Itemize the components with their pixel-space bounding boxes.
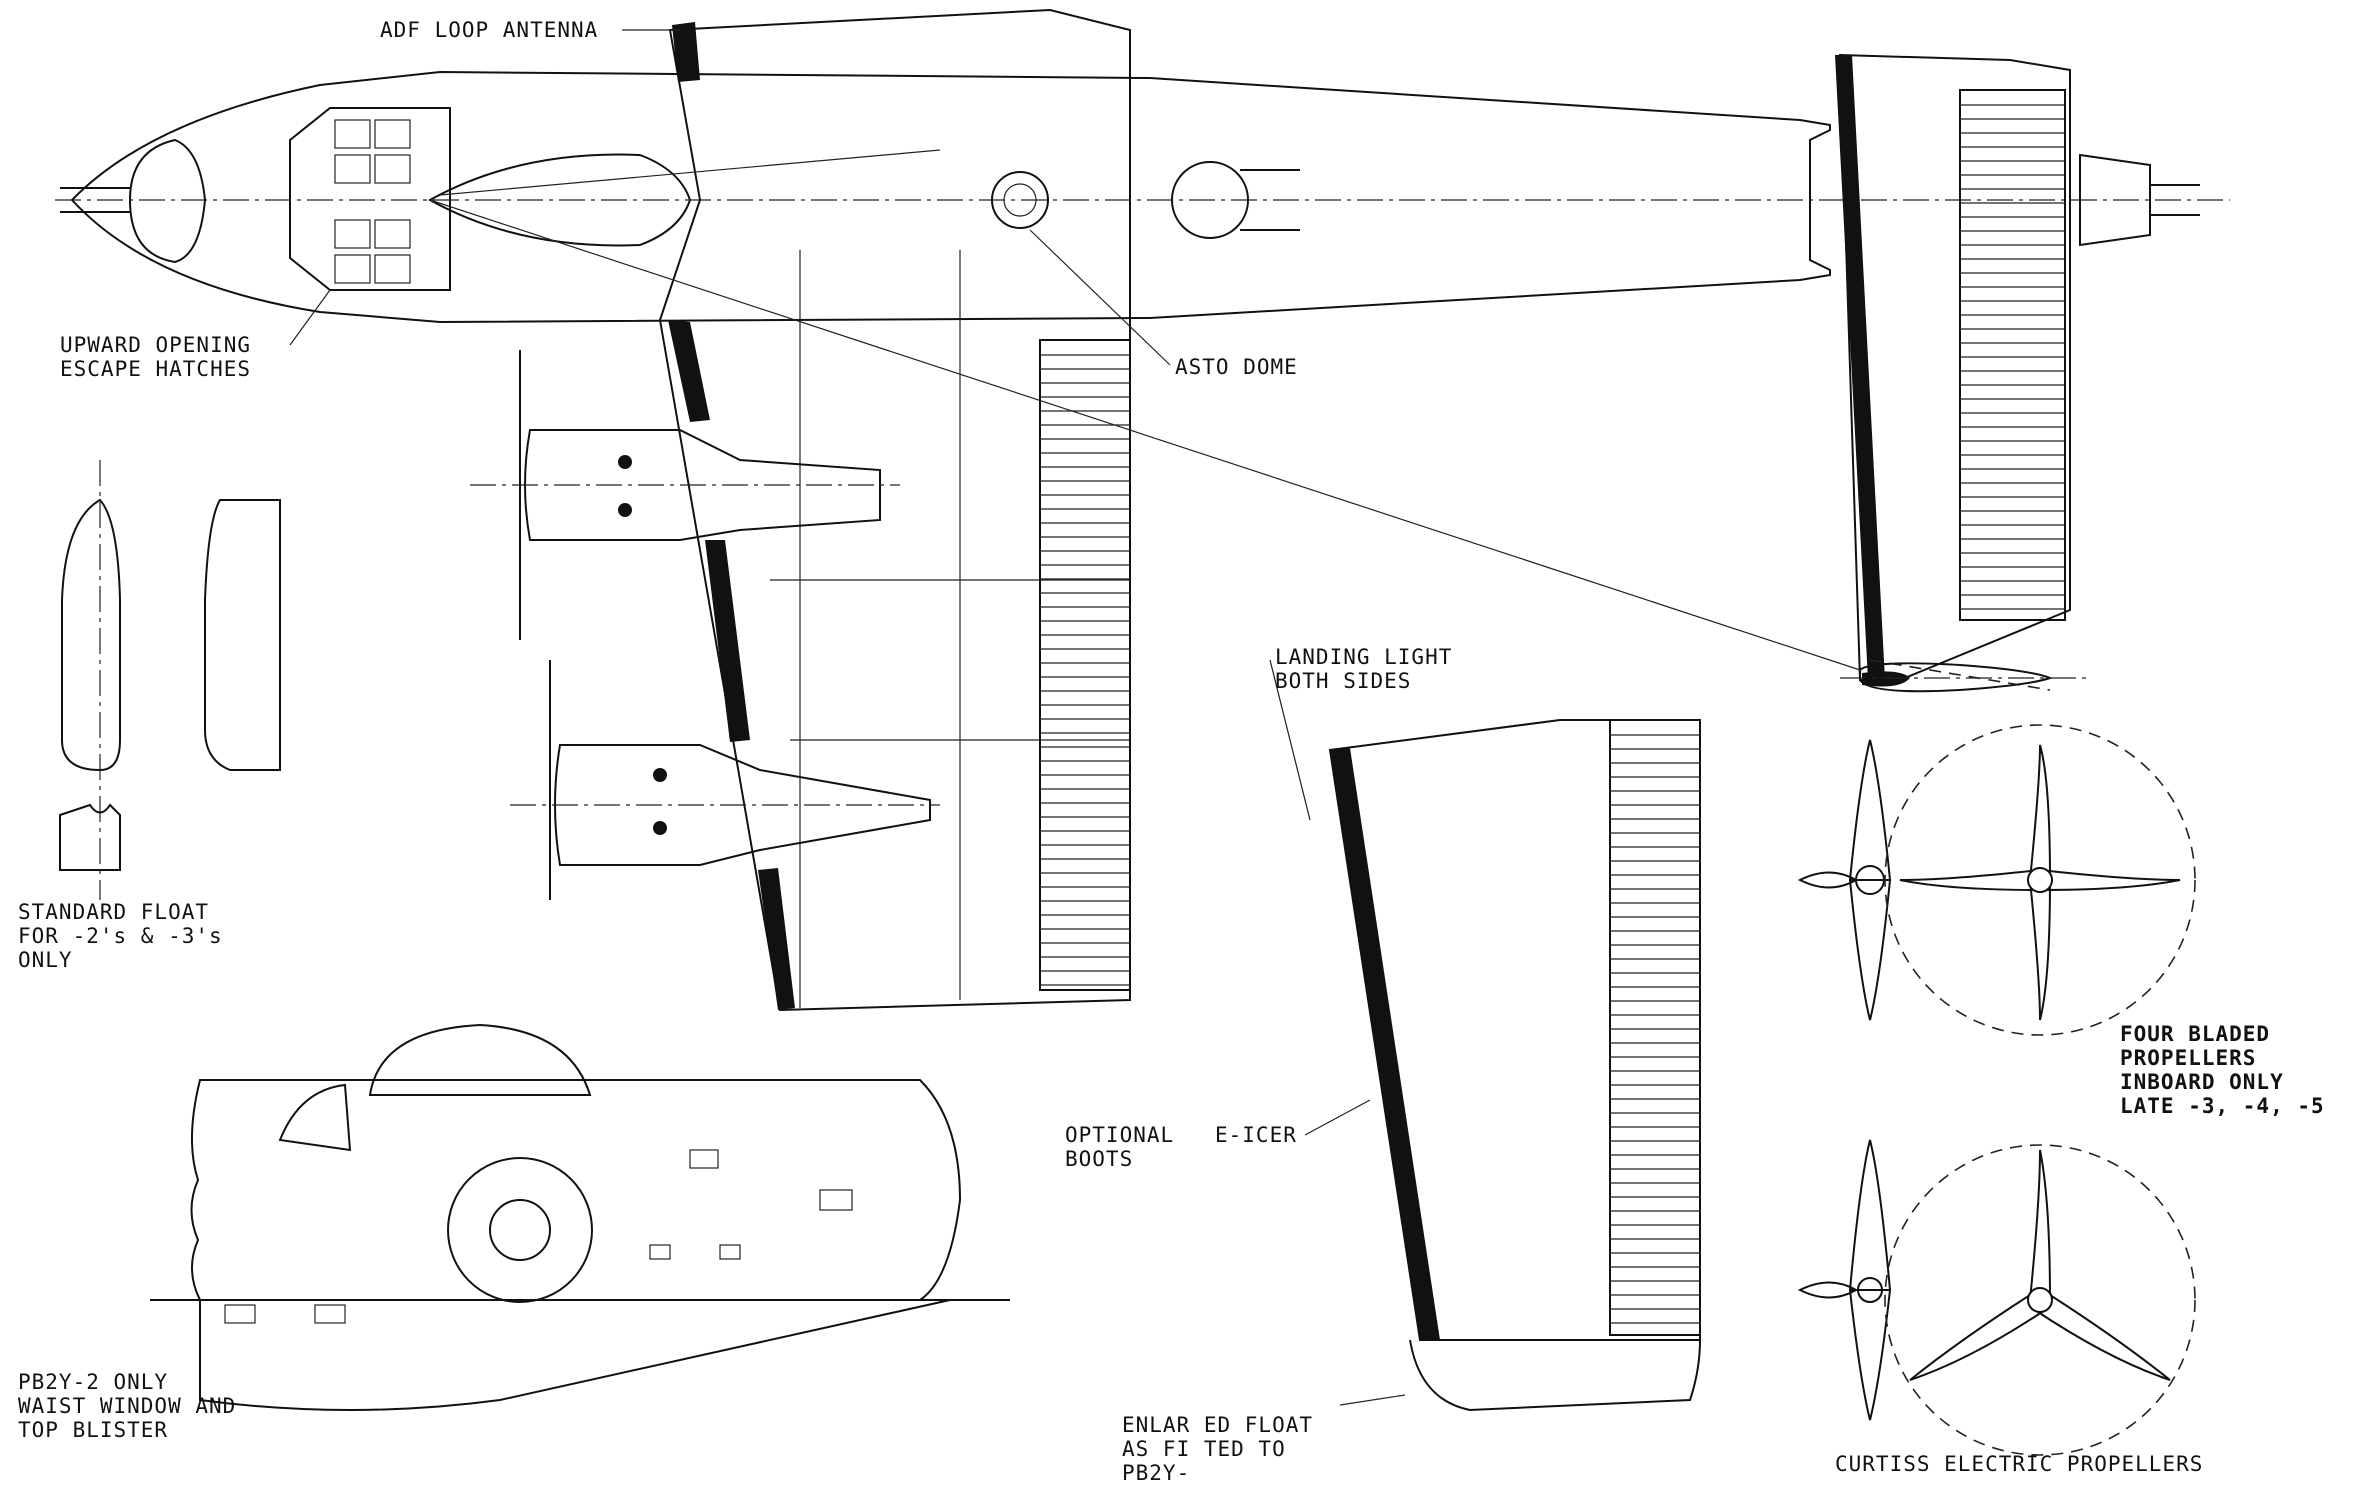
label-four-bladed-1: FOUR BLADED (2120, 1022, 2271, 1046)
standard-float (59, 350, 551, 900)
label-e-icer: E-ICER (1215, 1123, 1297, 1147)
label-escape-hatches-2: ESCAPE HATCHES (60, 357, 252, 381)
label-asto-dome: ASTO DOME (1175, 355, 1298, 379)
wing-plan-view (470, 8, 1131, 1012)
label-four-bladed-3: INBOARD ONLY (2120, 1070, 2284, 1094)
label-escape-hatches-1: UPWARD OPENING (60, 333, 252, 357)
label-standard-float-2: FOR -2's & -3's (18, 924, 223, 948)
label-standard-float-1: STANDARD FLOAT (18, 900, 210, 924)
label-enlarged-float-1: ENLAR ED FLOAT (1122, 1413, 1314, 1437)
propeller-side-3blade (1797, 1139, 1892, 1421)
outboard-wing (1328, 719, 1701, 1412)
label-landing-light-2: BOTH SIDES (1275, 669, 1412, 693)
label-optional-boots-1: OPTIONAL (1065, 1123, 1175, 1147)
tail-elevator-ribs (1960, 104, 2065, 610)
label-waist-window-1: PB2Y-2 ONLY (18, 1370, 169, 1394)
label-enlarged-float-2: AS FI TED TO (1122, 1437, 1286, 1461)
tail-plane (1835, 53, 2090, 693)
label-standard-float-3: ONLY (18, 948, 73, 972)
label-enlarged-float-3: PB2Y- (1122, 1461, 1191, 1485)
label-optional-boots-2: BOOTS (1065, 1147, 1134, 1171)
fuselage-top-view (55, 70, 2230, 324)
propeller-front-3blade (1884, 1144, 2196, 1456)
label-waist-window-2: WAIST WINDOW AND (18, 1394, 237, 1418)
label-curtiss-electric: CURTISS ELECTRIC PROPELLERS (1835, 1452, 2204, 1476)
label-four-bladed-2: PROPELLERS (2120, 1046, 2257, 1070)
propeller-side-4blade (1797, 739, 1892, 1021)
propeller-front-4blade (1884, 724, 2196, 1036)
label-four-bladed-4: LATE -3, -4, -5 (2120, 1094, 2325, 1118)
label-adf-loop-antenna: ADF LOOP ANTENNA (380, 18, 599, 42)
outboard-aileron-ribs (1610, 734, 1700, 1324)
label-landing-light-1: LANDING LIGHT (1275, 645, 1453, 669)
wing-flap-ribs (1040, 354, 1130, 986)
waist-window-section (150, 1023, 1010, 1411)
label-waist-window-3: TOP BLISTER (18, 1418, 169, 1442)
